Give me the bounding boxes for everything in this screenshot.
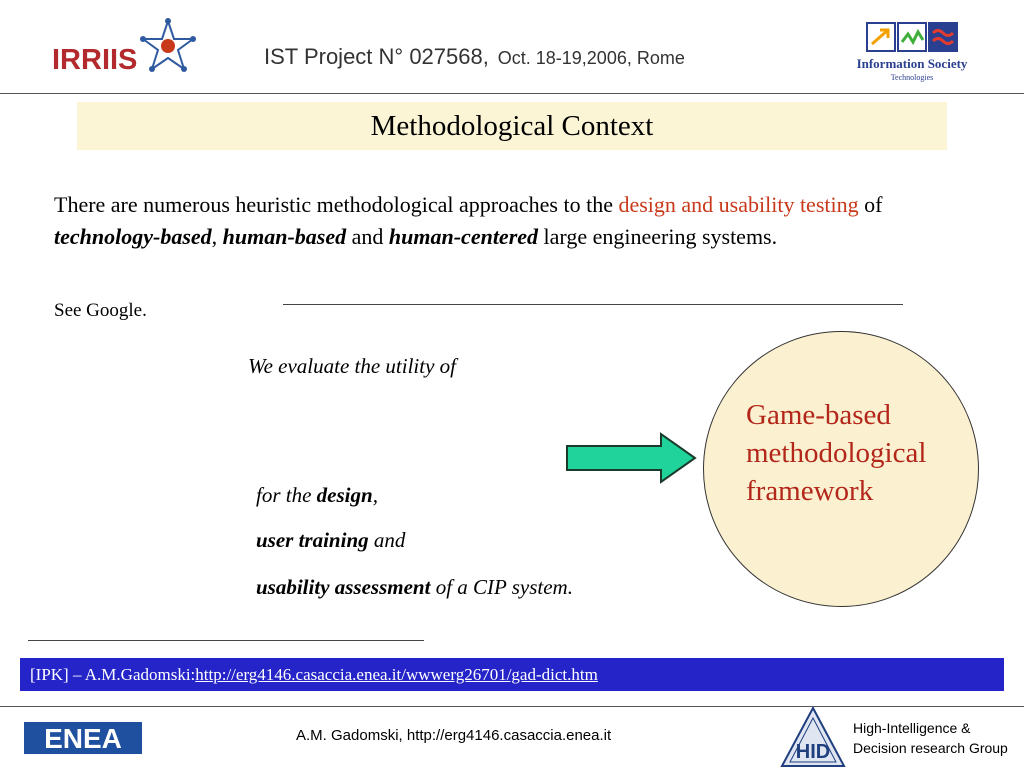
ist-logo-subtitle: Technologies (890, 73, 934, 82)
para-text-1: There are numerous heuristic methodologi… (54, 192, 619, 217)
purpose-training: user training and (256, 528, 405, 553)
irriis-logo: IRRIIS (52, 18, 197, 78)
para-term-technology: technology-based (54, 224, 212, 249)
framework-circle: Game-based methodological framework (703, 331, 979, 607)
purpose-usability-post: of a CIP system. (430, 575, 573, 599)
slide-title-bar: Methodological Context (77, 102, 947, 150)
right-arrow-icon (566, 432, 697, 484)
footnote-divider (28, 640, 424, 641)
middle-divider (283, 304, 903, 305)
event-date: Oct. 18-19,2006, Rome (497, 48, 685, 68)
header-divider (0, 93, 1024, 94)
ist-logo-title: Information Society (856, 56, 968, 71)
hid-group-label: High-Intelligence & Decision research Gr… (853, 718, 1008, 758)
purpose-usability: usability assessment of a CIP system. (256, 575, 573, 600)
framework-line-1: Game-based (746, 399, 891, 431)
framework-line-3: framework (746, 475, 874, 507)
hid-line-1: High-Intelligence & (853, 720, 971, 736)
framework-label: Game-based methodological framework (746, 396, 926, 510)
project-number: IST Project N° 027568, (264, 44, 489, 69)
purpose-training-post: and (368, 528, 406, 552)
slide-title: Methodological Context (370, 109, 654, 142)
para-text-2: of (858, 192, 883, 217)
purpose-design-term: design (316, 483, 373, 507)
enea-logo: ENEA (24, 722, 142, 754)
para-text-3: and (346, 224, 389, 249)
footer-divider (0, 706, 1024, 707)
para-term-human-based: human-based (222, 224, 347, 249)
reference-link[interactable]: http://erg4146.casaccia.enea.it/wwwerg26… (195, 664, 598, 684)
footer-author: A.M. Gadomski, http://erg4146.casaccia.e… (296, 727, 612, 744)
purpose-training-term: user training (256, 528, 369, 552)
reference-bar: [IPK] – A.M.Gadomski: http://erg4146.cas… (20, 658, 1004, 691)
enea-logo-text: ENEA (44, 723, 122, 754)
para-term-human-centered: human-centered (388, 224, 539, 249)
see-google-note: See Google. (54, 300, 147, 321)
ist-logo: Information Society Technologies (848, 18, 976, 86)
para-text-4: large engineering systems. (538, 224, 778, 249)
hid-logo: HID (780, 706, 846, 767)
hid-logo-text: HID (796, 741, 830, 763)
intro-paragraph: There are numerous heuristic methodologi… (54, 189, 894, 253)
para-highlight: design and usability testing (618, 192, 859, 217)
irriis-logo-text: IRRIIS (52, 44, 138, 76)
header-title: IST Project N° 027568, Oct. 18-19,2006, … (264, 44, 685, 70)
purpose-design-pre: for the (256, 483, 317, 507)
reference-prefix: [IPK] – A.M.Gadomski: (30, 664, 196, 684)
star-icon (140, 18, 196, 72)
para-sep-1: , (211, 224, 223, 249)
hid-line-2: Decision research Group (853, 740, 1008, 756)
ist-icons (866, 22, 958, 52)
evaluate-text: We evaluate the utility of (248, 354, 457, 378)
purpose-design: for the design, (256, 483, 378, 508)
purpose-usability-term: usability assessment (256, 575, 431, 599)
purpose-design-post: , (372, 483, 378, 507)
framework-line-2: methodological (746, 437, 927, 469)
